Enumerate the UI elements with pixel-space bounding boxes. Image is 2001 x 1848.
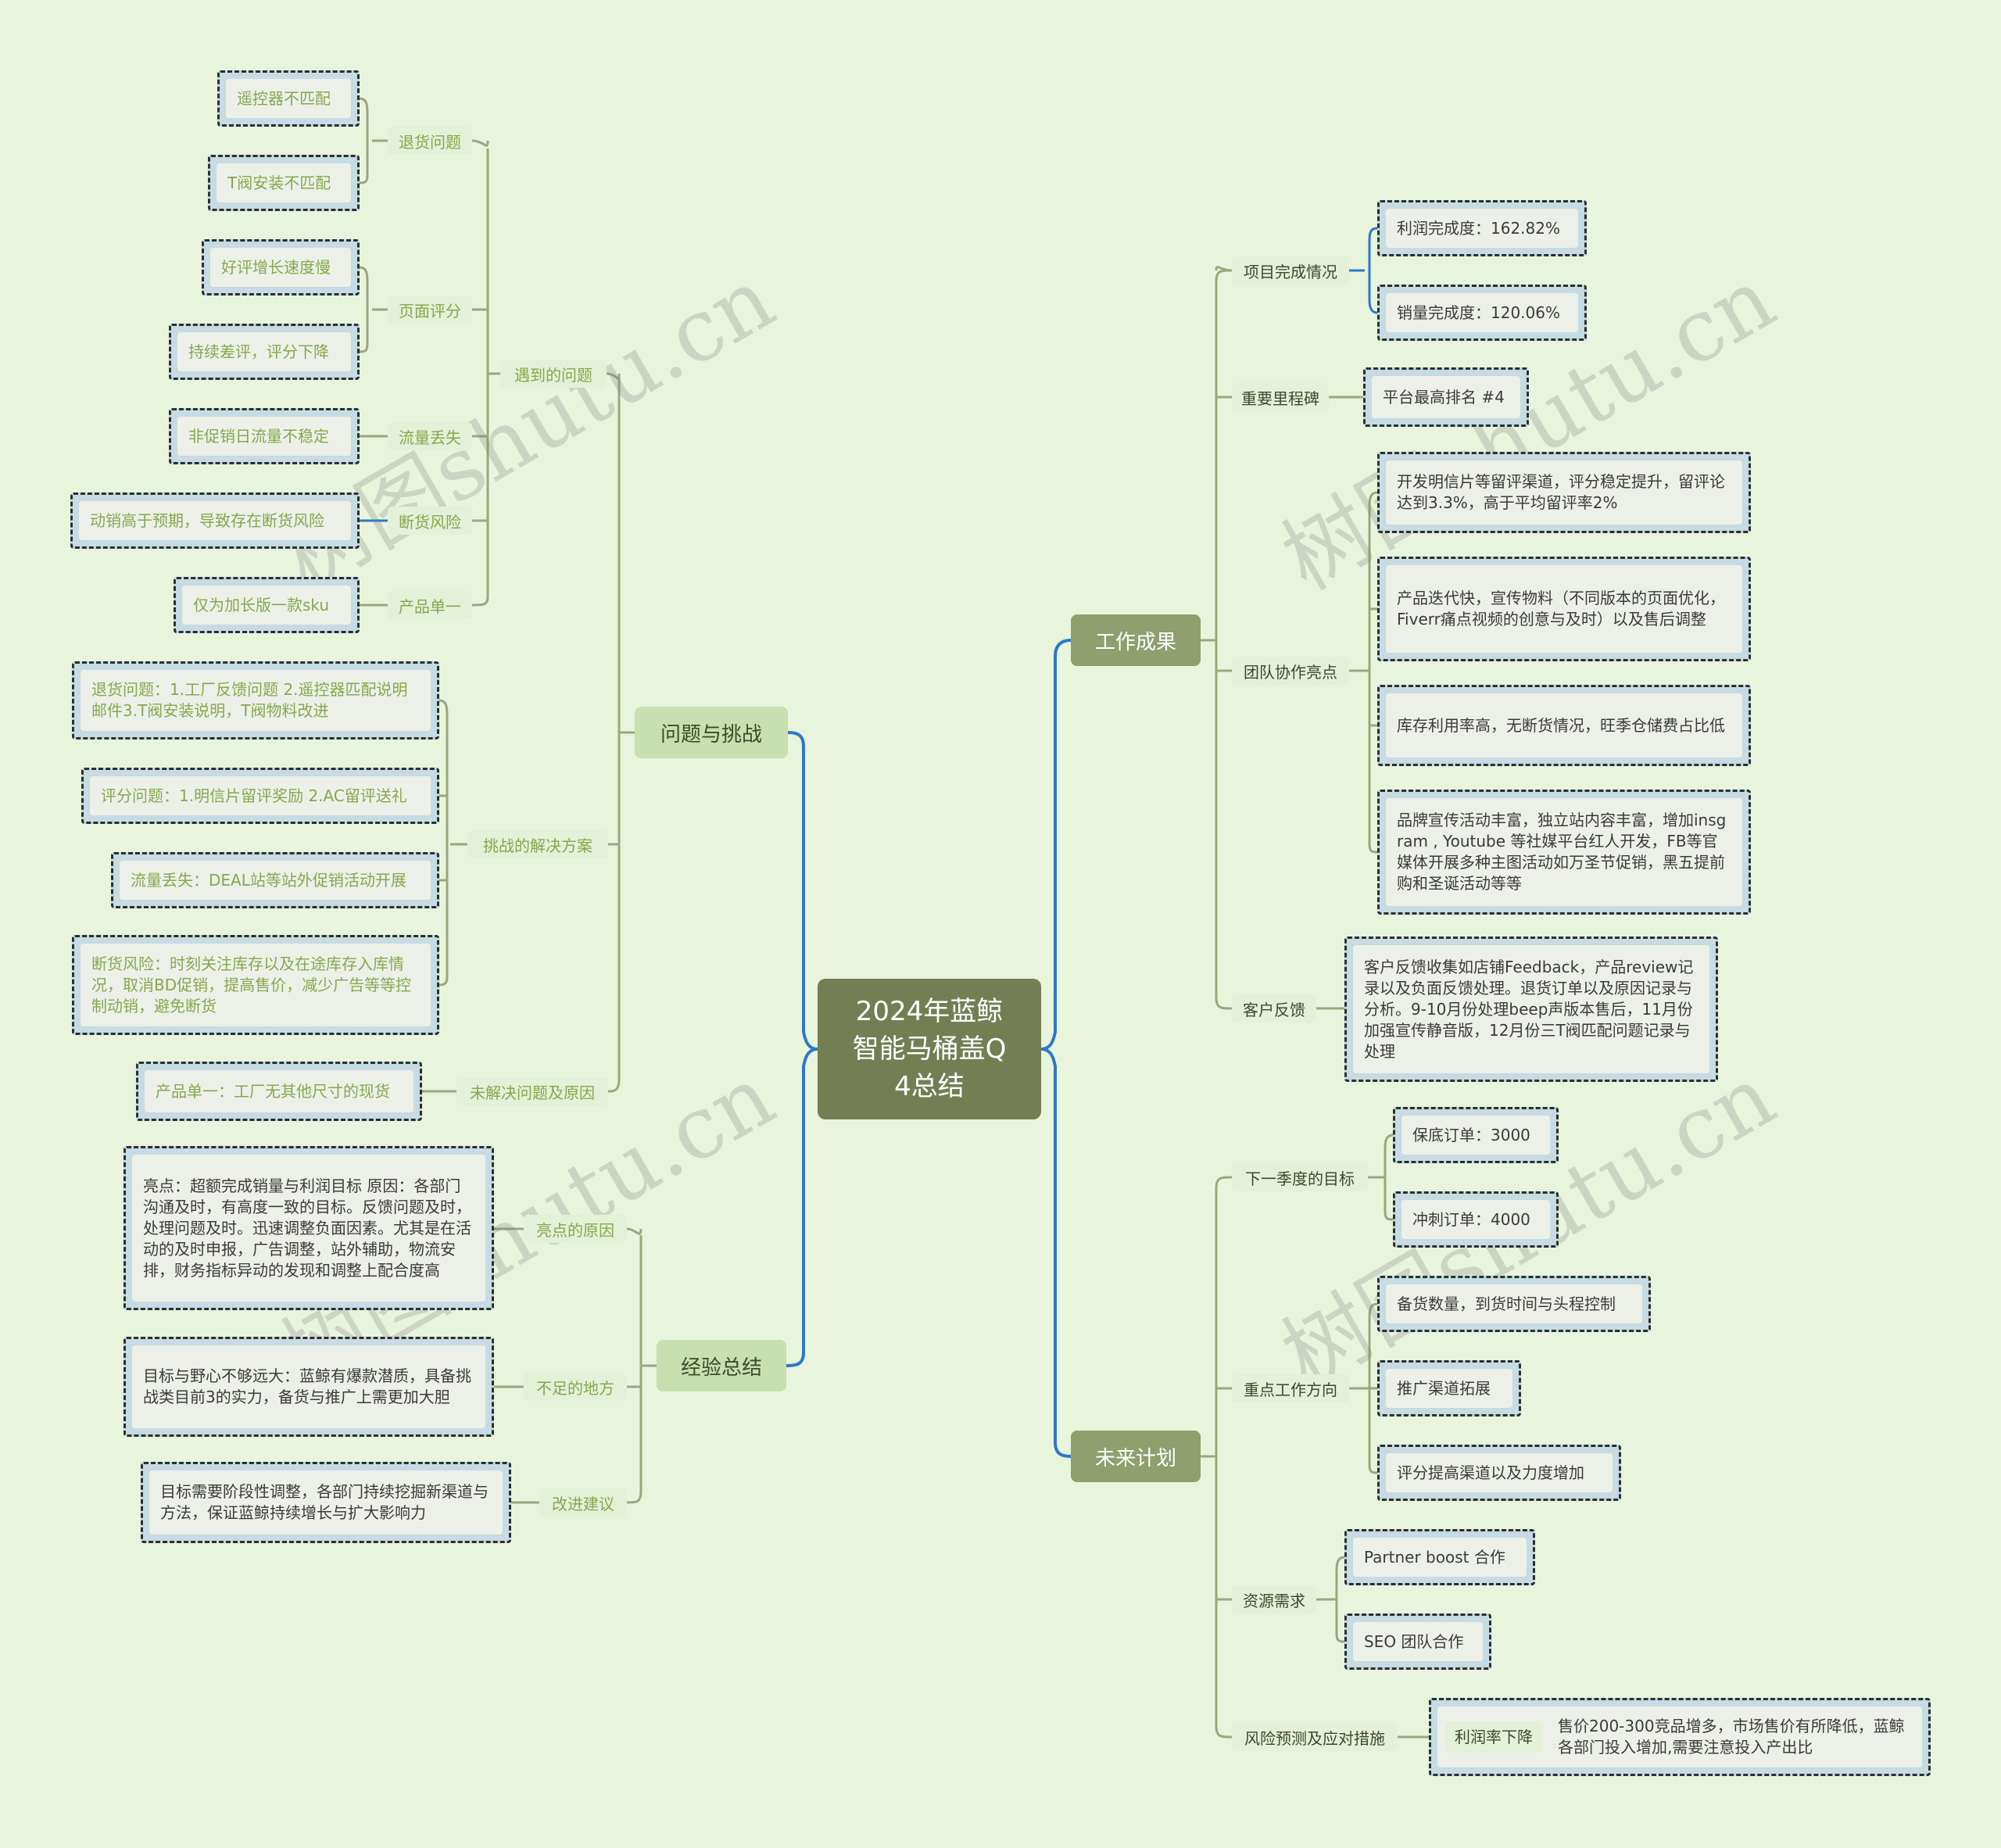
- links-goal: [1368, 1134, 1394, 1221]
- leaf-highlight-reasons[interactable]: 亮点：超额完成销量与利润目标 原因：各部门沟通及时，有高度一致的目标。反馈问题及…: [123, 1146, 494, 1310]
- leaf-resource-need[interactable]: SEO 团队合作: [1344, 1613, 1491, 1670]
- risk-item-label[interactable]: 利润率下降: [1445, 1721, 1542, 1753]
- trunk-problems: [606, 372, 635, 1093]
- leaf-single-sku[interactable]: 仅为加长版一款sku: [174, 577, 360, 633]
- leaf-base-orders[interactable]: 保底订单：3000: [1393, 1107, 1559, 1163]
- leaf-team-highlight[interactable]: 库存利用率高，无断货情况，旺季仓储费占比低: [1377, 685, 1751, 766]
- topic-page-rating[interactable]: 页面评分: [388, 295, 472, 324]
- leaf-risk-profit-decline[interactable]: 利润率下降 售价200-300竞品增多，市场售价有所降低，蓝鲸各部门投入增加,需…: [1429, 1698, 1931, 1776]
- leaf-stockout-risk[interactable]: 动销高于预期，导致存在断货风险: [70, 492, 360, 549]
- topic-next-quarter-goal[interactable]: 下一季度的目标: [1232, 1163, 1368, 1191]
- leaf-team-highlight[interactable]: 开发明信片等留评渠道，评分稳定提升，留评论达到3.3%，高于平均留评率2%: [1377, 452, 1751, 533]
- trunk-achievements-sub: [1215, 269, 1233, 672]
- branch-achievements[interactable]: 工作成果: [1071, 614, 1201, 666]
- leaf-solution[interactable]: 退货问题：1.工厂反馈问题 2.遥控器匹配说明邮件3.T阀安装说明，T阀物料改进: [72, 661, 439, 740]
- leaf-remote-mismatch[interactable]: 遥控器不匹配: [217, 70, 360, 127]
- leaf-stretch-orders[interactable]: 冲刺订单：4000: [1393, 1191, 1559, 1248]
- root-link-future-plan: [1040, 1048, 1072, 1458]
- topic-traffic-loss[interactable]: 流量丢失: [388, 422, 472, 450]
- links-returns: [359, 97, 388, 184]
- links-team: [1349, 491, 1378, 854]
- links-solutions: [439, 699, 467, 987]
- leaf-t-valve-mismatch[interactable]: T阀安装不匹配: [208, 155, 360, 211]
- topic-encountered-problems[interactable]: 遇到的问题: [500, 360, 607, 388]
- topic-team-highlights[interactable]: 团队协作亮点: [1232, 657, 1349, 685]
- trunk-experience: [626, 1227, 657, 1504]
- leaf-team-highlight[interactable]: 品牌宣传活动丰富，独立站内容丰富，增加insgram , Youtube 等社媒…: [1377, 790, 1751, 915]
- topic-highlight-reasons[interactable]: 亮点的原因: [524, 1215, 627, 1243]
- topic-milestone[interactable]: 重要里程碑: [1232, 383, 1329, 411]
- links-focus: [1349, 1302, 1378, 1474]
- branch-future-plan[interactable]: 未来计划: [1071, 1431, 1201, 1482]
- leaf-solution[interactable]: 流量丢失：DEAL站等站外促销活动开展: [111, 852, 439, 908]
- topic-challenge-solutions[interactable]: 挑战的解决方案: [467, 830, 608, 858]
- branch-problems-challenges[interactable]: 问题与挑战: [635, 707, 788, 758]
- leaf-slow-review-growth[interactable]: 好评增长速度慢: [202, 239, 360, 295]
- leaf-solution[interactable]: 评分问题：1.明信片留评奖励 2.AC留评送礼: [81, 768, 439, 824]
- topic-unsolved-issues[interactable]: 未解决问题及原因: [456, 1077, 608, 1105]
- leaf-work-direction[interactable]: 备货数量，到货时间与头程控制: [1377, 1276, 1651, 1332]
- topic-key-work-direction[interactable]: 重点工作方向: [1232, 1374, 1349, 1402]
- topic-single-product[interactable]: 产品单一: [388, 591, 472, 619]
- leaf-customer-feedback[interactable]: 客户反馈收集如店铺Feedback，产品review记录以及负面反馈处理。退货订…: [1344, 937, 1718, 1082]
- leaf-profit-completion[interactable]: 利润完成度：162.82%: [1377, 200, 1587, 256]
- leaf-shortcomings[interactable]: 目标与野心不够远大：蓝鲸有爆款潜质，具备挑战类目前3的实力，备货与推广上需更加大…: [123, 1337, 494, 1437]
- trunk-future-plan: [1215, 1176, 1233, 1739]
- topic-improvement-suggestions[interactable]: 改进建议: [539, 1488, 627, 1517]
- topic-resource-needs[interactable]: 资源需求: [1232, 1585, 1316, 1613]
- links-rating: [359, 266, 388, 353]
- leaf-unsolved-reason[interactable]: 产品单一：工厂无其他尺寸的现货: [136, 1062, 422, 1121]
- root-link-experience: [786, 1048, 818, 1367]
- leaf-unstable-traffic[interactable]: 非促销日流量不稳定: [169, 408, 360, 464]
- leaf-platform-rank[interactable]: 平台最高排名 #4: [1363, 367, 1529, 427]
- leaf-team-highlight[interactable]: 产品迭代快，宣传物料（不同版本的页面优化，Fiverr痛点视频的创意与及时）以及…: [1377, 557, 1751, 661]
- leaf-work-direction[interactable]: 推广渠道拓展: [1377, 1360, 1521, 1416]
- topic-risk-forecast[interactable]: 风险预测及应对措施: [1232, 1723, 1398, 1751]
- leaf-solution[interactable]: 断货风险：时刻关注库存以及在途库存入库情况，取消BD促销，提高售价，减少广告等等…: [72, 935, 439, 1035]
- topic-shortcomings[interactable]: 不足的地方: [524, 1373, 627, 1401]
- root-topic[interactable]: 2024年蓝鲸 智能马桶盖Q 4总结: [818, 979, 1041, 1119]
- root-link-achievements: [1040, 639, 1072, 1051]
- links-project: [1349, 227, 1378, 314]
- risk-detail-text: 售价200-300竞品增多，市场售价有所降低，蓝鲸各部门投入增加,需要注意投入产…: [1558, 1717, 1905, 1757]
- leaf-improvement-suggestions[interactable]: 目标需要阶段性调整，各部门持续挖掘新渠道与方法，保证蓝鲸持续增长与扩大影响力: [141, 1462, 511, 1543]
- leaf-negative-reviews[interactable]: 持续差评，评分下降: [169, 324, 360, 380]
- leaf-resource-need[interactable]: Partner boost 合作: [1344, 1529, 1535, 1585]
- topic-customer-feedback[interactable]: 客户反馈: [1232, 994, 1316, 1022]
- root-link-problems: [787, 731, 818, 1051]
- trunk-achievements: [1215, 266, 1233, 1010]
- leaf-work-direction[interactable]: 评分提高渠道以及力度增加: [1377, 1445, 1621, 1501]
- trunk-encountered: [471, 139, 500, 607]
- links-resource: [1316, 1556, 1345, 1643]
- topic-stockout-risk[interactable]: 断货风险: [388, 507, 472, 535]
- topic-project-completion[interactable]: 项目完成情况: [1232, 256, 1349, 285]
- leaf-sales-completion[interactable]: 销量完成度：120.06%: [1377, 285, 1587, 341]
- branch-experience-summary[interactable]: 经验总结: [657, 1340, 786, 1391]
- topic-return-issues[interactable]: 退货问题: [388, 127, 472, 155]
